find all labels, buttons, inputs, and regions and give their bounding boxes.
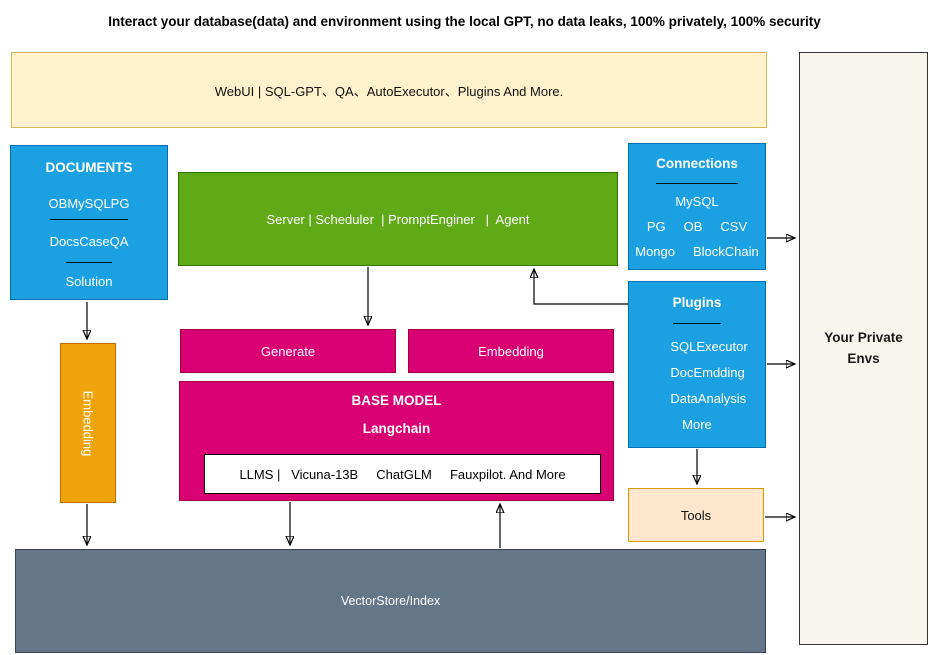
connections-row-1: MySQL xyxy=(635,194,759,209)
arrow-plugins-to-server xyxy=(534,269,628,305)
plugins-item-dataanalysis: DataAnalysis xyxy=(670,391,747,406)
vectorstore-box: VectorStore/Index xyxy=(15,549,766,653)
documents-item-pg: PG xyxy=(110,196,130,212)
connections-box: Connections MySQL PG OB CSV Mongo BlockC… xyxy=(628,143,766,270)
connections-item-csv: CSV xyxy=(720,219,748,234)
connections-item-ob: OB xyxy=(683,219,703,234)
connections-row-2: PG OB CSV xyxy=(635,219,759,234)
connections-item-mongo: Mongo xyxy=(635,244,675,259)
plugins-item-sqlexecutor: SQLExecutor xyxy=(670,339,748,354)
connections-list: MySQL PG OB CSV Mongo BlockChain xyxy=(635,184,759,269)
connections-row-3: Mongo BlockChain xyxy=(635,244,759,259)
plugins-item-more: More xyxy=(682,417,712,432)
documents-item-qa: QA xyxy=(109,233,129,249)
documents-item-ob: OB xyxy=(48,196,68,212)
private-envs-box: Your Private Envs xyxy=(799,52,928,645)
vectorstore-label: VectorStore/Index xyxy=(340,594,441,608)
documents-item-mysql: MySQL xyxy=(67,196,111,212)
webui-box: WebUI | SQL-GPT、QA、AutoExecutor、Plugins … xyxy=(11,52,767,128)
server-label: Server | Scheduler | PromptEnginer | Age… xyxy=(266,211,530,227)
plugins-title: Plugins xyxy=(672,282,722,324)
documents-item-case: Case xyxy=(79,233,110,249)
documents-item-solution: Solution xyxy=(65,262,113,299)
embedding-pipeline-label: Embedding xyxy=(80,390,96,456)
connections-item-mysql: MySQL xyxy=(675,194,719,209)
embedding-label: Embedding xyxy=(478,343,544,359)
base-model-box: BASE MODEL Langchain LLMS | Vicuna-13B C… xyxy=(179,381,614,501)
documents-item-docs: Docs xyxy=(49,233,80,249)
diagram-title: Interact your database(data) and environ… xyxy=(108,14,821,29)
base-model-title: BASE MODEL xyxy=(351,393,442,408)
documents-title: DOCUMENTS xyxy=(45,159,133,175)
documents-row-types: Docs Case QA xyxy=(49,219,129,262)
llms-box: LLMS | Vicuna-13B ChatGLM Fauxpilot. And… xyxy=(204,454,601,494)
connections-title: Connections xyxy=(656,144,738,184)
embedding-pipeline-box: Embedding xyxy=(60,343,116,503)
webui-label: WebUI | SQL-GPT、QA、AutoExecutor、Plugins … xyxy=(214,83,564,99)
plugins-box: Plugins SQLExecutor DocEmdding DataAnaly… xyxy=(628,281,766,448)
tools-box: Tools xyxy=(628,488,764,542)
connections-item-pg: PG xyxy=(646,219,666,234)
generate-box: Generate xyxy=(180,329,396,373)
tools-label: Tools xyxy=(680,507,712,523)
plugins-item-docemdding: DocEmdding xyxy=(670,365,745,380)
connections-item-blockchain: BlockChain xyxy=(692,244,759,259)
documents-box: DOCUMENTS OB MySQL PG Docs Case QA Solut… xyxy=(10,145,168,300)
documents-row-sources: OB MySQL PG xyxy=(49,188,130,219)
langchain-label: Langchain xyxy=(362,421,431,436)
generate-label: Generate xyxy=(260,343,316,359)
plugins-list: SQLExecutor DocEmdding DataAnalysis More xyxy=(646,324,747,447)
embedding-box: Embedding xyxy=(408,329,614,373)
server-box: Server | Scheduler | PromptEnginer | Age… xyxy=(178,172,618,266)
private-envs-label: Your Private Envs xyxy=(824,330,903,366)
